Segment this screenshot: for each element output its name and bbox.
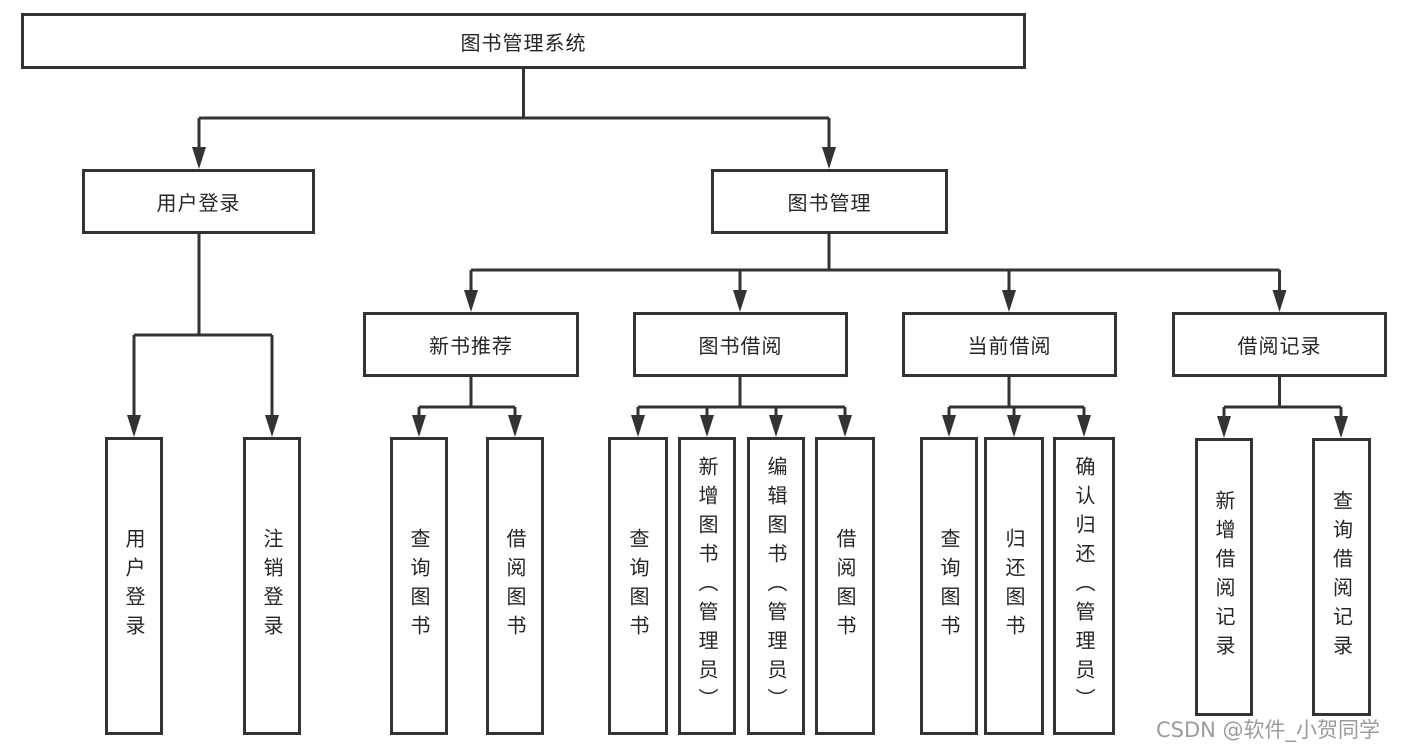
leaf-label: 注销登录 <box>260 528 284 644</box>
leaf-return-books: 归还图书 <box>984 437 1044 735</box>
leaf-label: 归还图书 <box>1002 528 1026 644</box>
leaf-label: 查询借阅记录 <box>1329 490 1354 664</box>
leaf-edit-books-admin: 编辑图书（管理员） <box>747 437 805 735</box>
node-label: 图书借阅 <box>698 334 783 358</box>
leaf-label: 新增借阅记录 <box>1212 490 1236 664</box>
node-book-borrowing: 图书借阅 <box>633 312 848 377</box>
leaf-borrow-books-borrowing: 借阅图书 <box>815 437 875 735</box>
node-label: 借阅记录 <box>1237 334 1322 358</box>
node-new-book-recommendation: 新书推荐 <box>363 312 579 377</box>
leaf-label: 确认归还（管理员） <box>1072 455 1096 717</box>
leaf-label: 查询图书 <box>937 528 961 644</box>
leaf-confirm-return-admin: 确认归还（管理员） <box>1053 437 1115 735</box>
leaf-query-books-recommend: 查询图书 <box>390 437 448 735</box>
node-label: 图书管理系统 <box>460 30 587 55</box>
leaf-label: 用户登录 <box>122 528 146 644</box>
node-label: 图书管理 <box>787 191 872 215</box>
watermark-csdn: CSDN @软件_小贺同学 <box>1156 718 1381 742</box>
node-user-login: 用户登录 <box>82 169 315 234</box>
node-book-management: 图书管理 <box>711 169 948 234</box>
leaf-label: 查询图书 <box>407 528 431 644</box>
leaf-add-borrow-record: 新增借阅记录 <box>1195 438 1253 716</box>
leaf-logout: 注销登录 <box>243 437 301 735</box>
node-current-borrowing: 当前借阅 <box>902 312 1117 377</box>
leaf-label: 借阅图书 <box>503 528 527 644</box>
node-label: 用户登录 <box>156 191 241 215</box>
leaf-label: 编辑图书（管理员） <box>764 455 788 717</box>
node-label: 新书推荐 <box>429 334 513 358</box>
leaf-borrow-books-recommend: 借阅图书 <box>486 437 544 735</box>
node-label: 当前借阅 <box>967 334 1052 358</box>
leaf-query-borrow-record: 查询借阅记录 <box>1312 438 1371 716</box>
leaf-query-books-borrowing: 查询图书 <box>608 437 668 735</box>
leaf-label: 借阅图书 <box>833 528 857 644</box>
leaf-user-login: 用户登录 <box>105 437 163 735</box>
leaf-label: 新增图书（管理员） <box>695 455 719 717</box>
leaf-query-books-current: 查询图书 <box>920 437 978 735</box>
node-library-management-system: 图书管理系统 <box>21 13 1026 69</box>
leaf-label: 查询图书 <box>626 528 650 644</box>
node-borrowing-records: 借阅记录 <box>1172 312 1387 377</box>
leaf-add-books-admin: 新增图书（管理员） <box>678 437 736 735</box>
